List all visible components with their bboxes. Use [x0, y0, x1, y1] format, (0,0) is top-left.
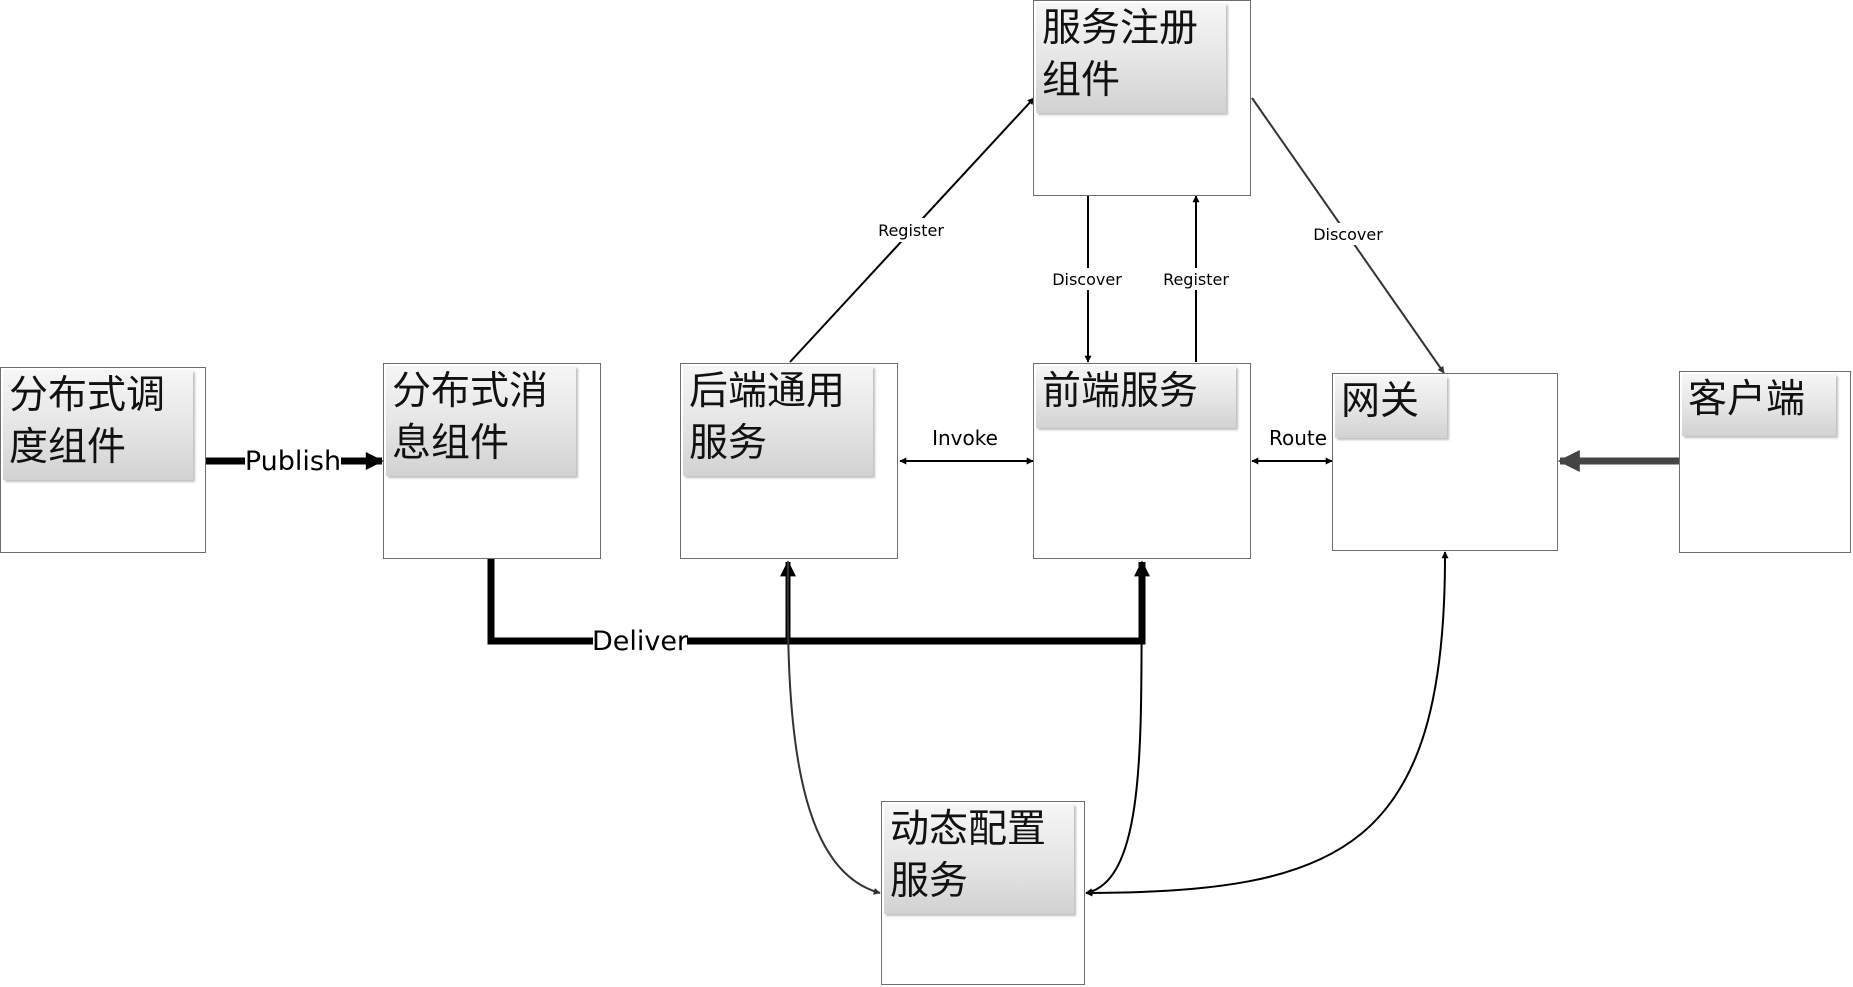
node-backend-label: 后端通用服务 — [683, 366, 873, 476]
edge-discover-frontend-label: Discover — [1052, 270, 1122, 289]
edge-config-backend — [786, 561, 881, 895]
edge-publish-label: Publish — [245, 446, 341, 477]
edge-deliver — [487, 556, 1150, 645]
node-gateway: 网关 — [1332, 373, 1558, 551]
node-messaging-label: 分布式消息组件 — [386, 366, 576, 476]
edge-register-backend-label-bg — [878, 218, 968, 242]
node-config-label: 动态配置服务 — [884, 804, 1074, 914]
node-frontend-label: 前端服务 — [1036, 366, 1236, 428]
node-scheduler-label: 分布式调度组件 — [3, 370, 193, 480]
edge-publish-label-bg — [245, 443, 341, 477]
edge-register-backend-label: Register — [878, 221, 944, 240]
edge-discover-gateway-label: Discover — [1313, 225, 1383, 244]
edge-config-gateway — [1085, 551, 1449, 897]
edge-config-frontend — [1085, 561, 1143, 896]
node-client-label: 客户端 — [1682, 374, 1836, 436]
edge-invoke-label: Invoke — [932, 426, 998, 450]
node-backend: 后端通用服务 — [680, 363, 898, 559]
edge-register-frontend-label: Register — [1163, 270, 1229, 289]
node-client: 客户端 — [1679, 371, 1851, 553]
node-frontend: 前端服务 — [1033, 363, 1251, 559]
node-registry: 服务注册组件 — [1033, 0, 1251, 196]
edge-deliver-label-bg — [593, 623, 687, 657]
node-config: 动态配置服务 — [881, 801, 1085, 985]
node-scheduler: 分布式调度组件 — [0, 367, 206, 553]
edge-route-label: Route — [1269, 426, 1327, 450]
edge-register-frontend-label-bg — [1160, 268, 1236, 290]
node-messaging: 分布式消息组件 — [383, 363, 601, 559]
node-gateway-label: 网关 — [1335, 376, 1447, 438]
edge-deliver-label: Deliver — [592, 626, 689, 657]
node-registry-label: 服务注册组件 — [1036, 3, 1226, 113]
edge-discover-frontend-label-bg — [1048, 268, 1128, 290]
edge-discover-gateway-label-bg — [1305, 223, 1391, 245]
